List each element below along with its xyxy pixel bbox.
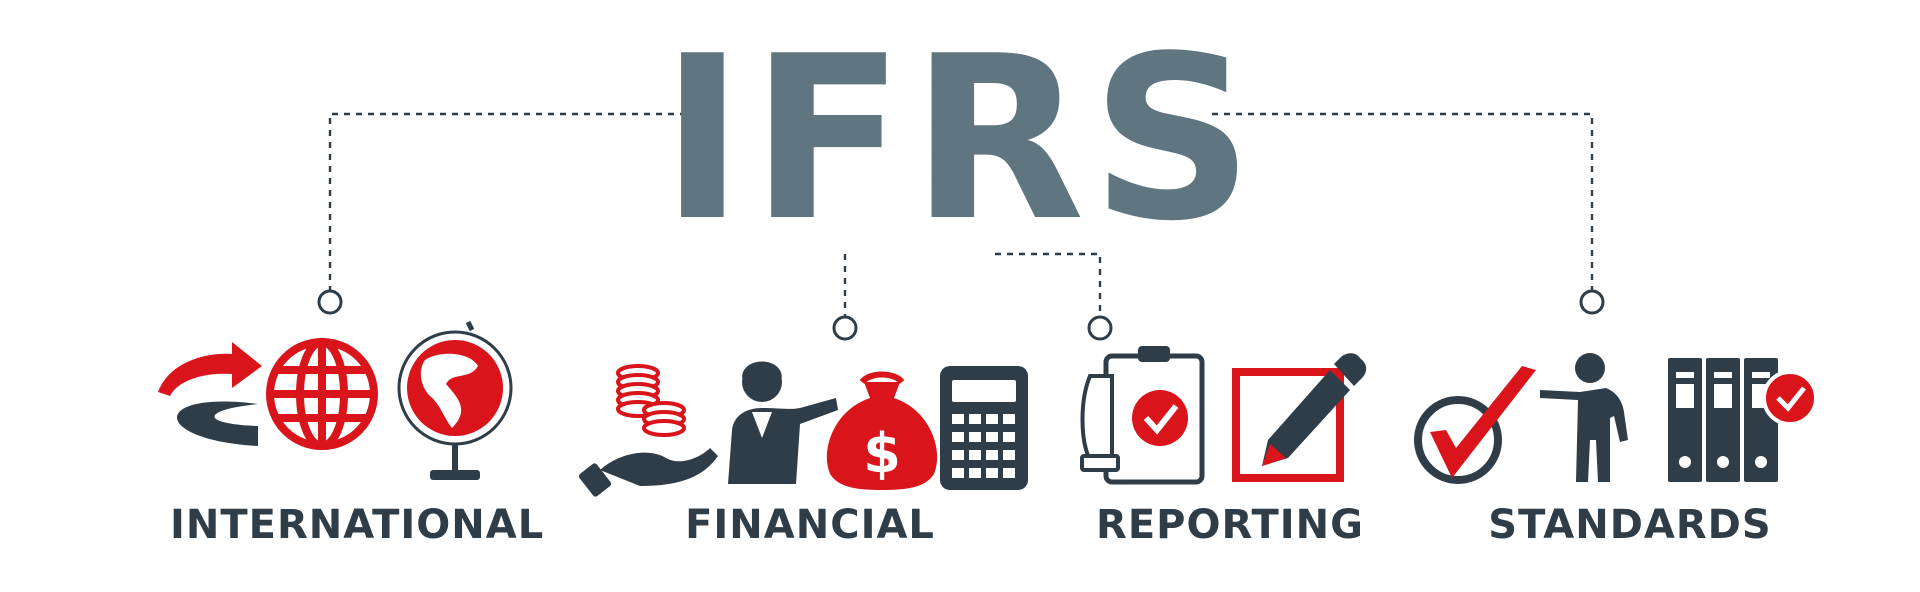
section-label-standards: STANDARDS [1488, 502, 1772, 548]
businesswoman-icon [728, 361, 838, 484]
checkmark-icon [1414, 366, 1536, 484]
page-title: IFRS [660, 8, 1260, 271]
globe-grid-icon [266, 338, 378, 450]
clipboard-check-icon [1080, 346, 1205, 485]
money-symbol: $ [863, 422, 901, 485]
connector-international [328, 112, 710, 290]
calculator-icon [940, 366, 1028, 490]
section-label-international: INTERNATIONAL [170, 502, 545, 548]
connector-reporting [995, 252, 1102, 316]
binders-icon [1668, 358, 1818, 482]
connector-node-financial [832, 315, 858, 341]
money-bag-icon: $ [826, 371, 938, 490]
connector-node-standards [1579, 289, 1605, 315]
exchange-arrow-icon [158, 342, 262, 446]
section-label-reporting: REPORTING [1096, 502, 1364, 548]
section-label-financial: FINANCIAL [685, 502, 935, 548]
desk-globe-icon [397, 320, 513, 480]
coins-hand-icon [578, 364, 718, 497]
person-pointing-icon [1540, 353, 1628, 482]
edit-document-icon [1232, 353, 1367, 482]
connector-node-reporting [1087, 315, 1113, 341]
connector-standards [1212, 112, 1594, 290]
connector-node-international [317, 289, 343, 315]
